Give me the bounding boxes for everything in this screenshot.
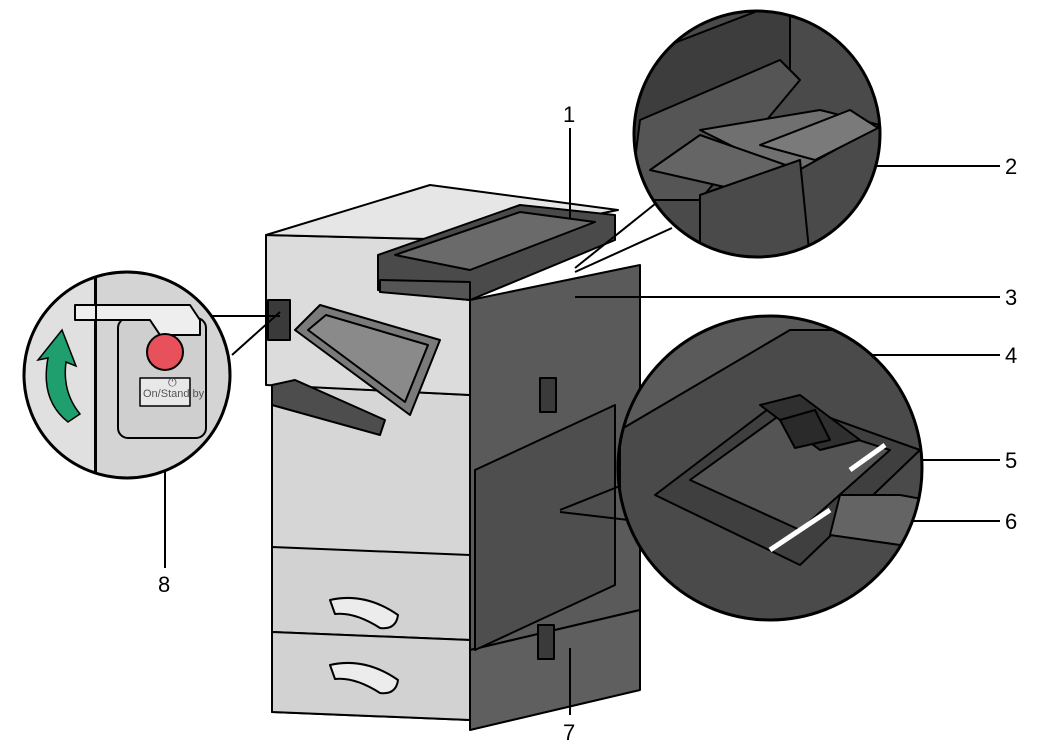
callout-7: 7	[563, 720, 575, 745]
callout-2: 2	[1005, 154, 1017, 179]
paper-tray-1	[271, 546, 471, 641]
tray-2-handle	[329, 661, 399, 695]
callout-3: 3	[1005, 285, 1017, 310]
zoom-adf-extender	[632, 9, 882, 259]
zoom-power-switch: On/Stand by ⏻	[22, 270, 232, 480]
zoom-connector-adf-b	[574, 227, 673, 273]
control-panel-screen	[307, 314, 429, 403]
power-switch-cover	[74, 304, 201, 336]
callout-1: 1	[563, 102, 575, 127]
power-label-plate	[139, 377, 191, 407]
lift-arrow-icon	[36, 328, 82, 423]
zoom-connector-power-a	[231, 311, 281, 356]
zoom-bypass-tray	[616, 314, 924, 622]
zoom-connector-adf-a	[574, 199, 661, 269]
adf-tray	[394, 211, 596, 271]
callout-8: 8	[158, 572, 170, 597]
callout-numbers: 1 2 3 4 5 6 7 8	[158, 102, 1017, 745]
adf-output	[379, 279, 471, 301]
power-switch-label: On/Stand by	[143, 388, 205, 400]
side-handle-lower	[537, 624, 555, 660]
callout-6: 6	[1005, 509, 1017, 534]
tray-1-handle	[329, 596, 399, 630]
bypass-tray-door	[474, 404, 616, 651]
printer-body	[265, 184, 641, 731]
power-cover-small	[267, 299, 291, 341]
power-button	[146, 333, 184, 371]
zoom-circle-adf	[632, 9, 882, 259]
side-handle-upper	[539, 377, 557, 413]
panel-shelf	[271, 379, 386, 436]
callout-4: 4	[1005, 343, 1017, 368]
zoom-circle-bypass-tray	[616, 314, 924, 622]
callout-5: 5	[1005, 448, 1017, 473]
zoom-circle-power	[22, 270, 232, 480]
power-icon: ⏻	[168, 377, 177, 389]
